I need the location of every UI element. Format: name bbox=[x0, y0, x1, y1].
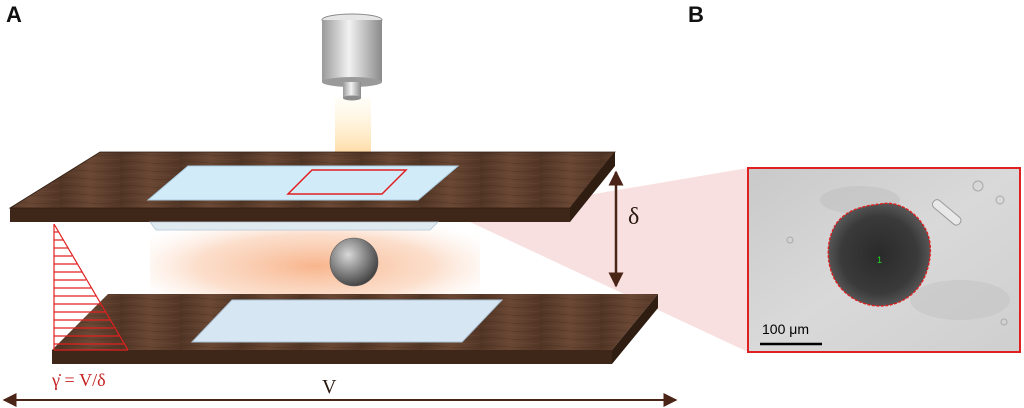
scale-bar-label: 100 μm bbox=[762, 321, 809, 337]
spheroid-icon bbox=[329, 237, 379, 287]
camera-objective-icon bbox=[321, 13, 383, 101]
micrograph-panel bbox=[748, 168, 1020, 352]
panel-letter-a: A bbox=[6, 2, 22, 27]
upper-glass-underside bbox=[149, 221, 439, 231]
cell-id-label: 1 bbox=[877, 255, 882, 265]
light-beam bbox=[335, 98, 371, 156]
region-of-interest bbox=[286, 169, 408, 195]
micrograph-border bbox=[747, 167, 1021, 353]
lower-glass-slide bbox=[190, 299, 504, 343]
upper-glass-slide bbox=[146, 165, 460, 201]
shear-rate-label: γ̇ = V/δ bbox=[51, 370, 106, 390]
shear-profile bbox=[53, 223, 129, 351]
velocity-label: V bbox=[322, 376, 337, 398]
gap-label: δ bbox=[628, 204, 639, 230]
panel-letter-b: B bbox=[688, 2, 704, 27]
cell-cluster bbox=[827, 202, 932, 307]
